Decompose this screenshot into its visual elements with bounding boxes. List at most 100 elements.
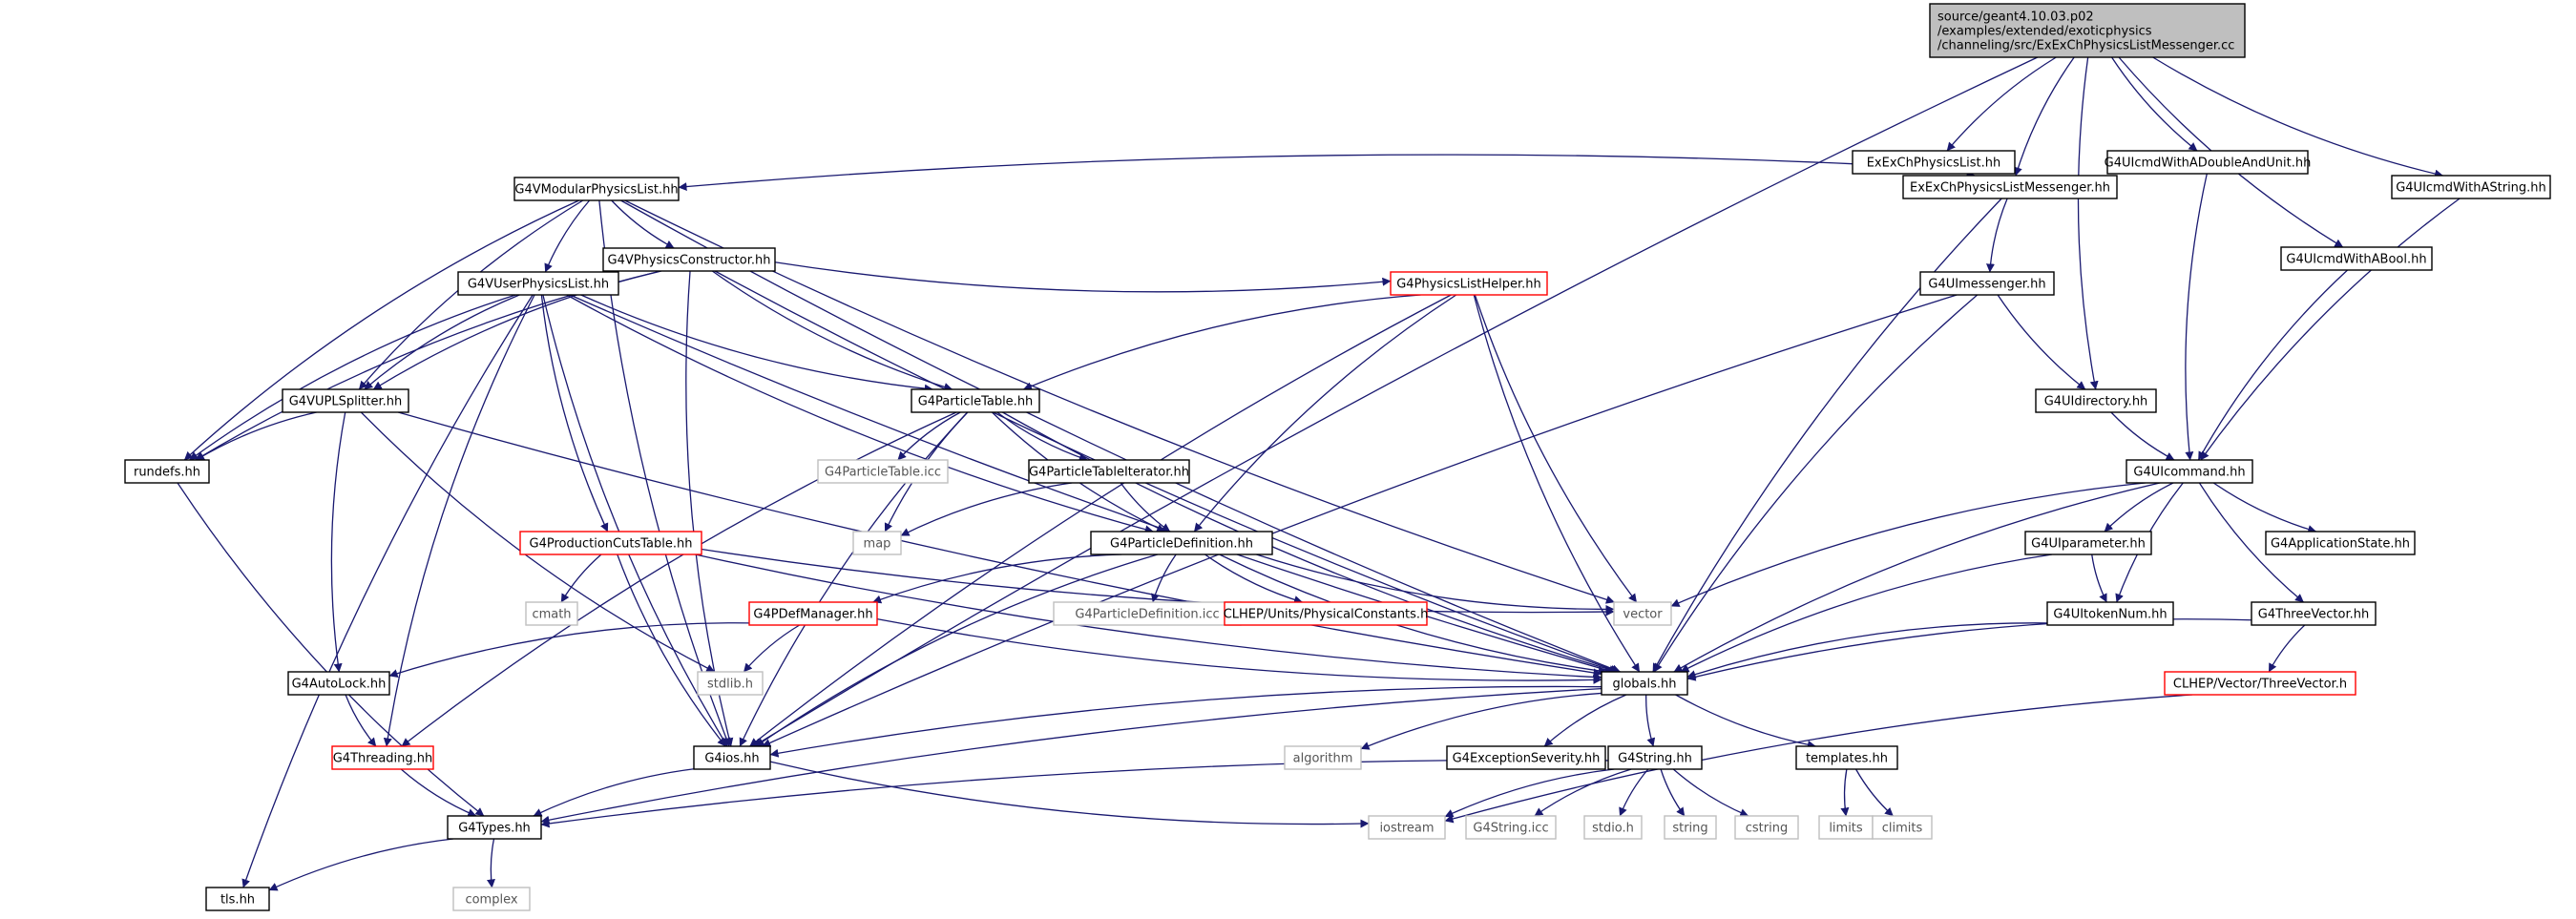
edge-uitokennum-to-globals: [1686, 622, 2048, 679]
node-uitokennum[interactable]: G4UItokenNum.hh: [2046, 601, 2174, 626]
edge-g4ios-to-iostream: [769, 761, 1370, 828]
edge-root-to-dblunit: [2111, 56, 2198, 152]
node-label: vector: [1623, 608, 1663, 622]
node-box: [2024, 531, 2152, 555]
node-label: G4VModularPhysicsList.hh: [514, 183, 678, 198]
edge-ptiterator-to-map: [900, 482, 1073, 536]
node-label: iostream: [1379, 822, 1434, 836]
node-box: [748, 601, 878, 626]
node-box: [124, 459, 210, 484]
edge-helper-to-vector: [1474, 294, 1638, 603]
node-box: [525, 601, 578, 626]
node-uplsplitter[interactable]: G4VUPLSplitter.hh: [282, 388, 409, 413]
node-complex: complex: [452, 887, 531, 911]
node-label: G4UIcmdWithAString.hh: [2396, 181, 2546, 196]
node-clhep3v[interactable]: CLHEP/Vector/ThreeVector.h: [2164, 671, 2356, 696]
edge-prodcuts-to-g4ios: [617, 553, 726, 747]
edge-g4string-to-iostream: [1444, 768, 1615, 818]
node-label: G4ThreeVector.hh: [2258, 608, 2369, 622]
edge-userphys-to-globals: [569, 294, 1614, 674]
node-tls[interactable]: tls.hh: [205, 887, 270, 911]
node-label: stdlib.h: [707, 678, 753, 692]
node-helper[interactable]: G4PhysicsListHelper.hh: [1390, 271, 1548, 296]
node-ptiterator[interactable]: G4ParticleTableIterator.hh: [1028, 459, 1190, 484]
node-string_cmd[interactable]: G4UIcmdWithAString.hh: [2391, 175, 2551, 199]
node-autolock[interactable]: G4AutoLock.hh: [287, 671, 390, 696]
node-particletable[interactable]: G4ParticleTable.hh: [911, 388, 1040, 413]
node-g4string_icc: G4String.icc: [1465, 815, 1557, 840]
node-threevector[interactable]: G4ThreeVector.hh: [2251, 601, 2377, 626]
node-dblunit[interactable]: G4UIcmdWithADoubleAndUnit.hh: [2105, 150, 2312, 175]
edge-globals-to-templates: [1675, 694, 1816, 749]
node-appstate[interactable]: G4ApplicationState.hh: [2265, 531, 2416, 555]
node-label: stdio.h: [1592, 822, 1634, 836]
node-modular[interactable]: G4VModularPhysicsList.hh: [513, 177, 680, 201]
node-label: G4ParticleTable.hh: [918, 395, 1034, 409]
node-box: [2265, 531, 2416, 555]
node-box: [1368, 815, 1446, 840]
edge-g4types-to-complex: [487, 838, 495, 888]
node-box: [1919, 271, 2055, 296]
node-label: G4AutoLock.hh: [292, 678, 387, 692]
edge-particletable-to-globals: [1002, 411, 1619, 674]
node-threading[interactable]: G4Threading.hh: [331, 745, 434, 770]
edge-userphys-to-rundefs: [189, 294, 516, 461]
node-box: [1734, 815, 1799, 840]
edge-modular-to-globals: [620, 199, 1621, 674]
node-box: [282, 388, 409, 413]
edge-helper-to-particletable: [1023, 294, 1421, 390]
node-prodcuts[interactable]: G4ProductionCutsTable.hh: [519, 531, 702, 555]
node-box: [1053, 601, 1242, 626]
node-pdef_icc: G4ParticleDefinition.icc: [1053, 601, 1242, 626]
node-box: [1795, 745, 1898, 770]
node-label: G4String.hh: [1618, 752, 1692, 766]
edge-rundefs-to-g4types: [177, 482, 485, 817]
edge-root-to-physlist: [1946, 56, 2057, 152]
node-bool_cmd[interactable]: G4UIcmdWithABool.hh: [2280, 246, 2433, 271]
node-messenger[interactable]: ExExChPhysicsListMessenger.hh: [1902, 175, 2118, 199]
node-uidirectory[interactable]: G4UIdirectory.hh: [2035, 388, 2157, 413]
node-constructor[interactable]: G4VPhysicsConstructor.hh: [602, 247, 776, 272]
node-box: [852, 531, 902, 555]
node-root[interactable]: source/geant4.10.03.p02/examples/extende…: [1929, 3, 2246, 58]
node-pdgmanager[interactable]: G4PDefManager.hh: [748, 601, 878, 626]
node-uicommand[interactable]: G4UIcommand.hh: [2126, 459, 2253, 484]
node-excseverity[interactable]: G4ExceptionSeverity.hh: [1446, 745, 1606, 770]
node-cstring: cstring: [1734, 815, 1799, 840]
node-label: complex: [465, 893, 517, 908]
node-box: [447, 815, 542, 840]
edge-g4string-to-stdio: [1619, 768, 1649, 817]
node-label: /examples/extended/exoticphysics: [1937, 25, 2152, 39]
edge-templates-to-climits: [1854, 768, 1894, 817]
node-box: [2164, 671, 2356, 696]
node-pdef[interactable]: G4ParticleDefinition.hh: [1090, 531, 1273, 555]
node-uimessenger[interactable]: G4UImessenger.hh: [1919, 271, 2055, 296]
edge-prodcuts-to-globals: [695, 553, 1602, 681]
node-physlist[interactable]: ExExChPhysicsList.hh: [1852, 150, 2016, 175]
node-physconst[interactable]: CLHEP/Units/PhysicalConstants.h: [1224, 601, 1429, 626]
edge-threevector-to-clhep3v: [2268, 624, 2306, 673]
node-box: [1852, 150, 2016, 175]
node-climits: climits: [1872, 815, 1933, 840]
node-label: G4VPhysicsConstructor.hh: [608, 254, 771, 268]
node-g4string[interactable]: G4String.hh: [1607, 745, 1703, 770]
node-globals[interactable]: globals.hh: [1601, 671, 1688, 696]
edge-userphys-to-particletable: [580, 294, 933, 393]
edge-uplsplitter-to-autolock: [330, 411, 346, 673]
node-box: [602, 247, 776, 272]
node-label: tls.hh: [220, 893, 255, 908]
edge-constructor-to-helper: [774, 261, 1392, 293]
node-box: [1465, 815, 1557, 840]
node-box: [2391, 175, 2551, 199]
node-g4types[interactable]: G4Types.hh: [447, 815, 542, 840]
node-ptable_icc: G4ParticleTable.icc: [817, 459, 949, 484]
edge-uplsplitter-to-rundefs: [195, 411, 317, 461]
node-box: [1284, 745, 1362, 770]
node-templates[interactable]: templates.hh: [1795, 745, 1898, 770]
node-rundefs[interactable]: rundefs.hh: [124, 459, 210, 484]
node-g4ios[interactable]: G4ios.hh: [693, 745, 771, 770]
node-label: CLHEP/Units/PhysicalConstants.h: [1224, 608, 1429, 622]
node-box: [452, 887, 531, 911]
node-uiparameter[interactable]: G4UIparameter.hh: [2024, 531, 2152, 555]
node-userphys[interactable]: G4VUserPhysicsList.hh: [457, 271, 619, 296]
